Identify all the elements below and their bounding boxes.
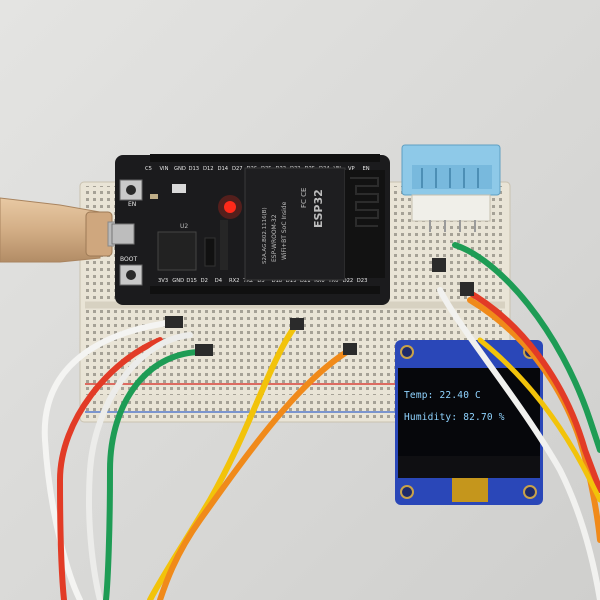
bottom-pin-label: D23 [357,278,368,284]
bottom-pin-label: D18 [272,278,283,284]
bottom-pin-label: RX2 [229,278,239,284]
bottom-pin-label: D21 [300,278,311,284]
top-pin-label: D27 [232,166,243,172]
usb-uart-chip [157,231,197,271]
module-line3: S2A.AG.B02.1116(B) [262,207,268,264]
bottom-pin-label: D19 [286,278,297,284]
top-pin-header [150,154,380,162]
top-pin-label: VP [348,166,355,172]
bottom-pin-label: 3V3 [158,278,168,284]
top-pin-label: D14 [218,166,229,172]
yellow-wire-right [477,337,600,503]
green-wire-left [103,348,208,600]
fcc-ce-logo: FC CE [300,188,308,208]
chip-u2-label: U2 [180,223,188,230]
en-button[interactable] [119,179,143,201]
orange-wire [157,347,353,600]
top-pin-label: C5 [145,166,152,172]
bottom-pin-label: RX0 [314,278,324,284]
yellow-wire [147,322,299,600]
esp32-wroom-module: ESP32 WiFi+BT SoC Inside ESP-WROOM-32 S2… [244,167,385,281]
bottom-pin-label: D22 [343,278,354,284]
dht11-sensor [401,144,501,232]
module-line2: ESP-WROOM-32 [271,214,278,262]
jumper-wires [41,242,600,600]
red-wire-left [56,337,163,600]
white-wire-left [41,319,178,600]
top-pin-label: VIN [160,166,169,172]
micro-usb-port [111,223,135,245]
esp32-board: C5VINGNDD13D12D14D27D26D25D33D32D35D34VN… [111,154,390,305]
boot-button-label: BOOT [120,256,137,263]
top-pin-label: EN [363,166,370,172]
oled-screen [398,368,540,456]
top-pin-label: GND [174,166,186,172]
bottom-pin-label: TX2 [242,278,253,284]
oled-humidity-line: Humidity: 82.70 % [404,412,505,423]
bottom-pin-label: D4 [215,278,223,284]
bottom-pin-label: GND [172,278,184,284]
boot-button[interactable] [119,264,143,286]
top-pin-label: D12 [203,166,214,172]
bottom-pin-label: TX0 [327,278,338,284]
en-button-label: EN [128,201,136,208]
red-wire-right [462,287,600,493]
power-led [224,201,236,213]
oled-temp-line: Temp: 22.40 C [404,390,481,401]
green-wire-right [452,242,600,453]
module-line1: WiFi+BT SoC Inside [281,201,288,260]
oled-display-module: Temp: 22.40 C Humidity: 82.70 % [395,340,543,505]
white-wire-left-2 [86,332,193,600]
bottom-pin-label: D15 [186,278,197,284]
top-pin-label: D13 [189,166,200,172]
bottom-pin-label: D5 [257,278,264,284]
white-wire-right [437,287,600,600]
bottom-pin-label: D2 [201,278,208,284]
module-brand: ESP32 [312,189,325,228]
svg-text:FC CE: FC CE [300,188,308,208]
